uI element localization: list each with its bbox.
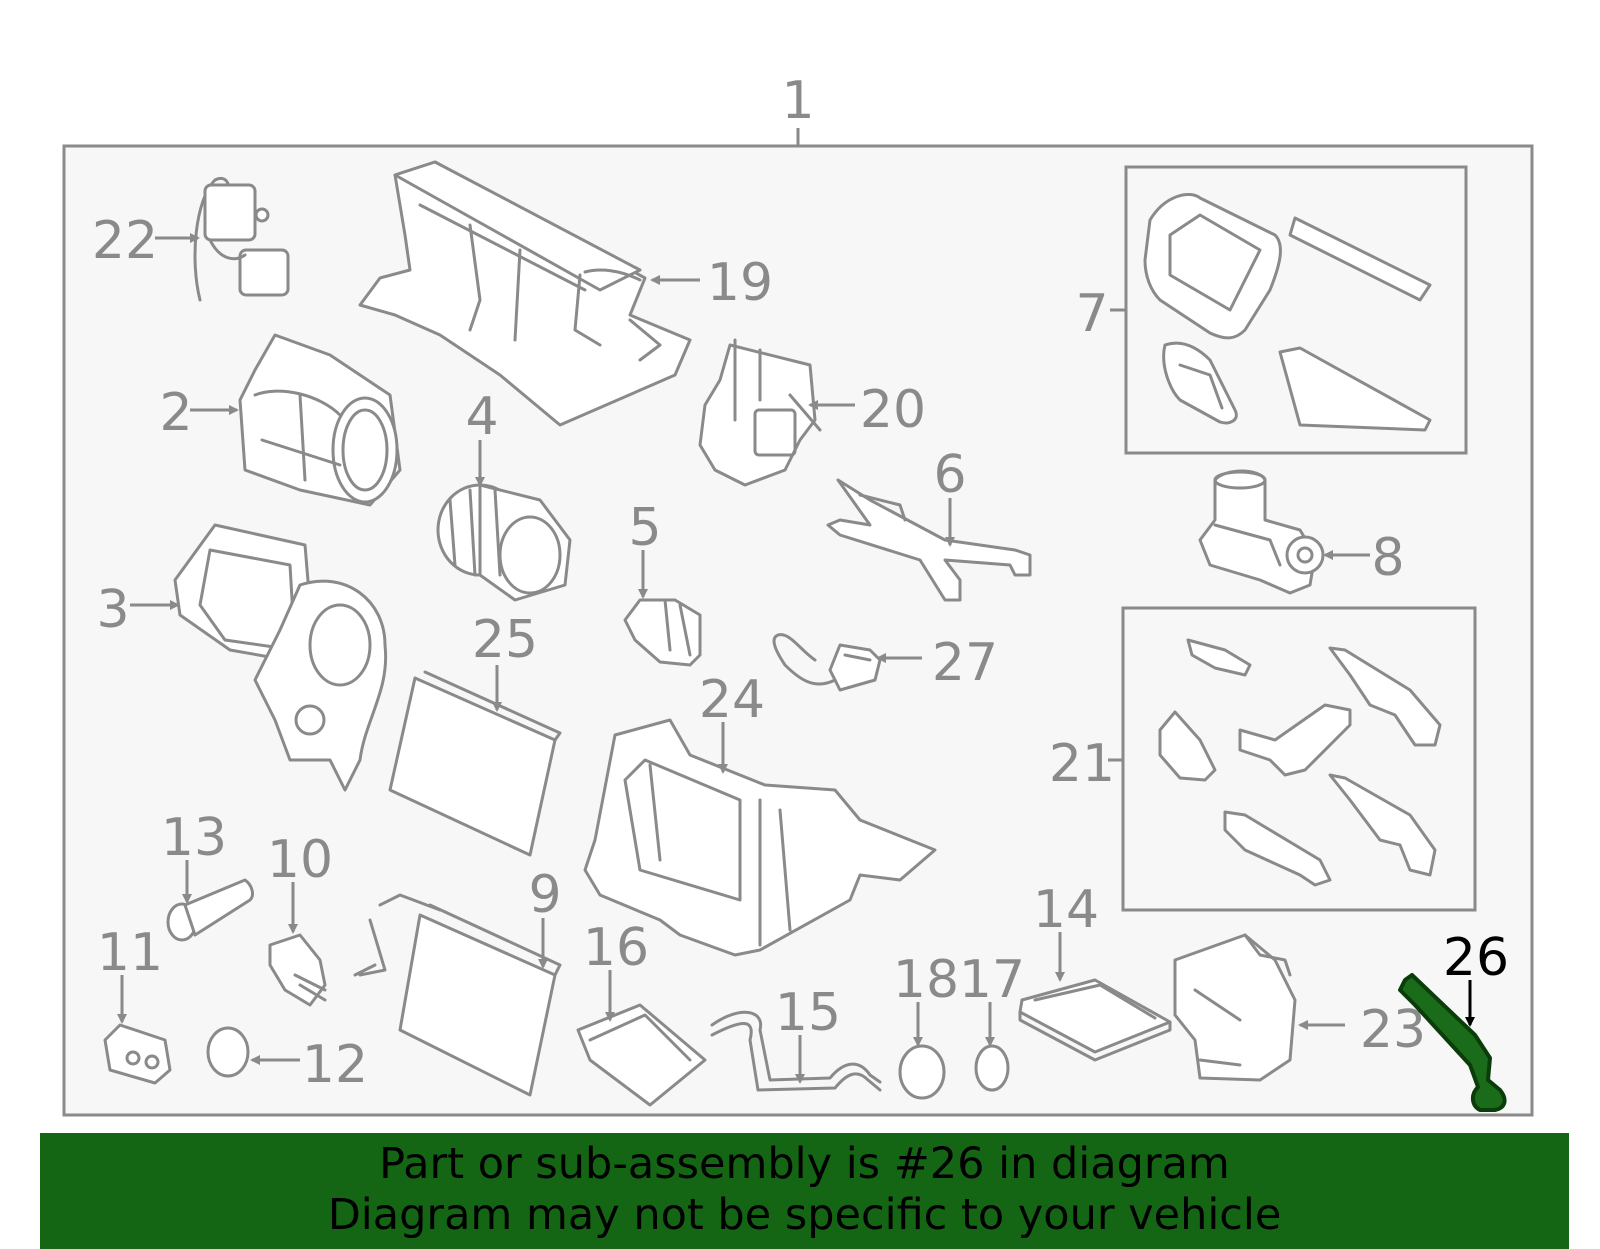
part-10-bracket[interactable] xyxy=(268,933,327,1007)
part-24-lower-case[interactable] xyxy=(583,718,937,957)
part-5-sensor[interactable] xyxy=(623,598,702,667)
part-3-scroll-housing[interactable] xyxy=(173,523,388,792)
label-3[interactable]: 3 xyxy=(96,580,129,640)
part-8-actuator[interactable] xyxy=(1198,469,1325,595)
label-4[interactable]: 4 xyxy=(465,387,498,447)
label-6[interactable]: 6 xyxy=(933,445,966,505)
label-24[interactable]: 24 xyxy=(699,670,765,730)
label-15[interactable]: 15 xyxy=(775,983,841,1043)
label-10[interactable]: 10 xyxy=(267,830,333,890)
part-6-link[interactable] xyxy=(826,478,1032,602)
label-25[interactable]: 25 xyxy=(472,610,538,670)
part-22-actuator[interactable] xyxy=(193,176,290,302)
label-9[interactable]: 9 xyxy=(528,865,561,925)
label-14[interactable]: 14 xyxy=(1033,880,1099,940)
label-16[interactable]: 16 xyxy=(583,918,649,978)
banner-line-1: Part or sub-assembly is #26 in diagram xyxy=(379,1139,1230,1189)
part-27-sensor[interactable] xyxy=(772,633,882,692)
label-11[interactable]: 11 xyxy=(97,923,163,983)
part-7-seals[interactable] xyxy=(1143,193,1432,432)
label-21[interactable]: 21 xyxy=(1049,734,1115,794)
label-1[interactable]: 1 xyxy=(781,71,814,131)
part-19-housing[interactable] xyxy=(358,160,692,427)
label-8[interactable]: 8 xyxy=(1371,528,1404,588)
part-15-tube[interactable] xyxy=(710,1010,882,1092)
label-26[interactable]: 26 xyxy=(1443,928,1509,988)
part-14-heater-core[interactable] xyxy=(1018,978,1172,1062)
info-banner: Part or sub-assembly is #26 in diagram D… xyxy=(40,1133,1569,1249)
label-17[interactable]: 17 xyxy=(959,950,1025,1010)
label-23[interactable]: 23 xyxy=(1360,1000,1426,1060)
part-18-ring[interactable] xyxy=(898,1044,946,1100)
label-12[interactable]: 12 xyxy=(302,1035,368,1095)
label-2[interactable]: 2 xyxy=(159,383,192,443)
part-21-links[interactable] xyxy=(1158,638,1442,887)
label-19[interactable]: 19 xyxy=(707,253,773,313)
part-11-valve[interactable] xyxy=(103,1023,172,1085)
part-25-filter[interactable] xyxy=(388,670,562,857)
parts-diagram: 1 22 19 2 3 xyxy=(62,71,1534,1117)
banner-line-2: Diagram may not be specific to your vehi… xyxy=(327,1190,1282,1240)
part-16-tray[interactable] xyxy=(576,1003,707,1107)
label-22[interactable]: 22 xyxy=(92,211,158,271)
part-26-highlighted[interactable] xyxy=(1398,973,1507,1112)
label-20[interactable]: 20 xyxy=(860,380,926,440)
part-17-ring[interactable] xyxy=(974,1044,1010,1092)
label-7[interactable]: 7 xyxy=(1075,284,1108,344)
part-4-blower-motor[interactable] xyxy=(436,483,572,602)
label-5[interactable]: 5 xyxy=(628,498,661,558)
label-27[interactable]: 27 xyxy=(932,633,998,693)
part-13-bolt[interactable] xyxy=(166,878,254,942)
part-23-duct[interactable] xyxy=(1173,933,1297,1082)
part-9-evaporator[interactable] xyxy=(353,893,562,1097)
label-18[interactable]: 18 xyxy=(893,950,959,1010)
part-12-oring[interactable] xyxy=(206,1026,250,1078)
label-13[interactable]: 13 xyxy=(161,808,227,868)
part-2-blower-case[interactable] xyxy=(238,333,402,507)
